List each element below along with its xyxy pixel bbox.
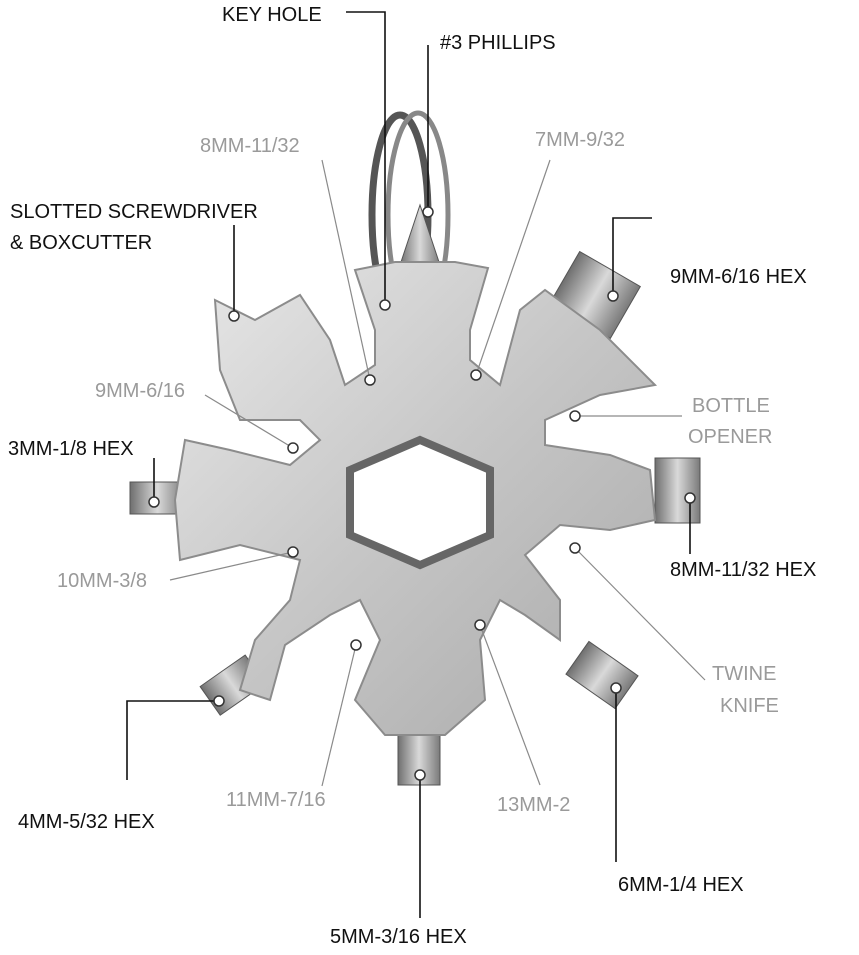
- dot-key-hole: [379, 299, 391, 311]
- dot-9mm: [287, 442, 299, 454]
- callout-dots: [148, 206, 696, 781]
- dot-7mm: [470, 369, 482, 381]
- label-8mm-1132: 8MM-11/32: [200, 135, 300, 157]
- dot-hex6: [610, 682, 622, 694]
- hex-bit-8mm: [654, 457, 701, 524]
- dot-11mm: [350, 639, 362, 651]
- callout-lines: [126, 11, 706, 918]
- callout-line-11mm: [321, 644, 357, 787]
- callout-line-hex4: [126, 700, 219, 780]
- label-13mm: 13MM-2: [497, 794, 570, 816]
- callout-line-8mm: [321, 159, 371, 381]
- label-hex8: 8MM-11/32 HEX: [670, 559, 816, 581]
- hex-bit-6mm: [565, 640, 639, 710]
- label-slotted-line2: & BOXCUTTER: [10, 232, 152, 254]
- dot-13mm: [474, 619, 486, 631]
- callout-line-hex9: [612, 217, 652, 296]
- label-hex5: 5MM-3/16 HEX: [330, 926, 467, 948]
- labels: KEY HOLE #3 PHILLIPS 8MM-11/32 7MM-9/32 …: [8, 4, 816, 948]
- dot-hex5: [414, 769, 426, 781]
- dot-hex8: [684, 492, 696, 504]
- label-key-hole: KEY HOLE: [222, 4, 322, 26]
- snowflake-multitool-icon: [173, 261, 658, 736]
- label-twine-line2: KNIFE: [720, 695, 779, 717]
- dot-8mm: [364, 374, 376, 386]
- dot-slotted: [228, 310, 240, 322]
- label-9mm-616: 9MM-6/16: [95, 380, 185, 402]
- hex-socket-bits: [129, 203, 701, 786]
- callout-line-10mm: [169, 551, 294, 581]
- label-11mm: 11MM-7/16: [226, 789, 326, 811]
- phillips-bit: [399, 203, 441, 266]
- callout-line-key-hole: [346, 11, 386, 305]
- callout-line-twine: [574, 547, 706, 681]
- label-hex6: 6MM-1/4 HEX: [618, 874, 744, 896]
- label-10mm: 10MM-3/8: [57, 570, 147, 592]
- center-hex-wrench: [346, 435, 494, 570]
- callout-line-7mm: [475, 159, 551, 376]
- label-bottle-line1: BOTTLE: [692, 395, 770, 417]
- label-bottle-line2: OPENER: [688, 426, 772, 448]
- dot-10mm: [287, 546, 299, 558]
- callout-line-9mm: [204, 394, 294, 449]
- dot-twine: [569, 542, 581, 554]
- label-phillips: #3 PHILLIPS: [440, 32, 556, 54]
- label-twine-line1: TWINE: [712, 663, 776, 685]
- label-hex9: 9MM-6/16 HEX: [670, 266, 807, 288]
- label-7mm-932: 7MM-9/32: [535, 129, 625, 151]
- dot-hex3: [148, 496, 160, 508]
- label-hex4: 4MM-5/32 HEX: [18, 811, 155, 833]
- dot-bottle: [569, 410, 581, 422]
- label-hex3: 3MM-1/8 HEX: [8, 438, 134, 460]
- callout-line-13mm: [479, 624, 541, 786]
- dot-phillips: [422, 206, 434, 218]
- dot-hex9: [607, 290, 619, 302]
- dot-hex4: [213, 695, 225, 707]
- label-slotted-line1: SLOTTED SCREWDRIVER: [10, 201, 258, 223]
